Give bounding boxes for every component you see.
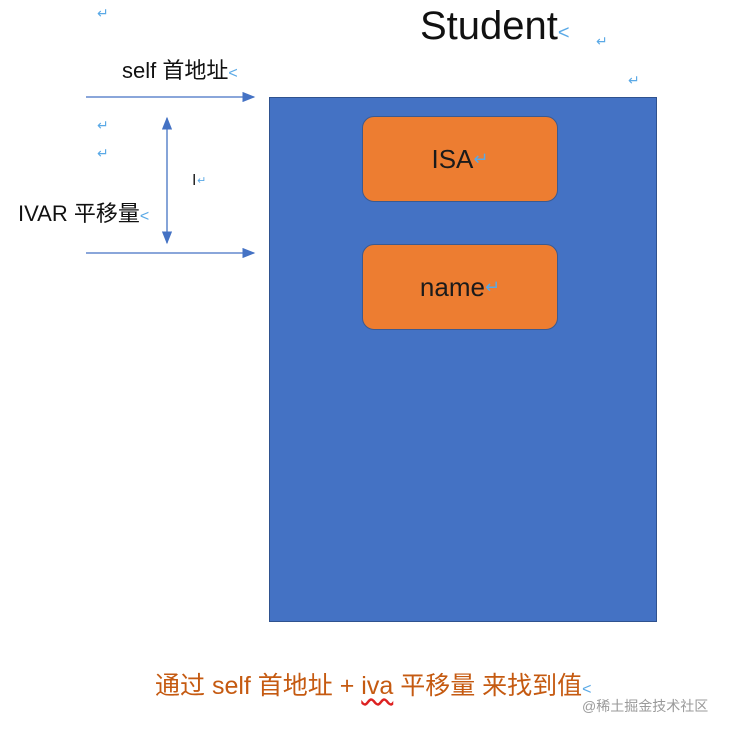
struct-title: Student< xyxy=(420,4,570,49)
field-name: name↵ xyxy=(362,244,558,330)
paragraph-mark: ↵ xyxy=(596,33,608,49)
caption: 通过 self 首地址 + iva 平移量 来找到值< xyxy=(155,666,592,702)
self-address-text: self 首地址 xyxy=(122,58,229,83)
watermark: @稀土掘金技术社区 xyxy=(582,698,709,714)
paragraph-mark: ↵ xyxy=(97,5,109,21)
paragraph-mark: < xyxy=(139,208,150,225)
field-name-label: name xyxy=(419,271,485,302)
ivar-offset-text: IVAR 平移量 xyxy=(18,201,140,226)
paragraph-mark: < xyxy=(557,22,570,44)
paragraph-mark: ↵ xyxy=(197,175,207,187)
caption-part: 通过 self 首地址 + xyxy=(155,672,362,700)
caption-misspelled-word: iva xyxy=(361,672,394,700)
field-isa-label: ISA xyxy=(431,143,474,174)
paragraph-mark: ↵ xyxy=(628,72,640,88)
ivar-offset-label: IVAR 平移量< xyxy=(18,196,149,228)
caption-part: 平移量 来找到值 xyxy=(393,672,583,700)
paragraph-mark: ↵ xyxy=(484,277,501,297)
paragraph-mark: ↵ xyxy=(97,145,109,161)
self-address-label: self 首地址< xyxy=(122,53,238,85)
paragraph-mark: < xyxy=(228,65,238,82)
paragraph-mark: < xyxy=(582,681,592,698)
paragraph-mark: ↵ xyxy=(473,149,489,169)
text-cursor: I xyxy=(192,172,197,189)
struct-title-text: Student xyxy=(420,4,558,48)
paragraph-mark: ↵ xyxy=(97,117,109,133)
field-isa: ISA↵ xyxy=(362,116,558,202)
